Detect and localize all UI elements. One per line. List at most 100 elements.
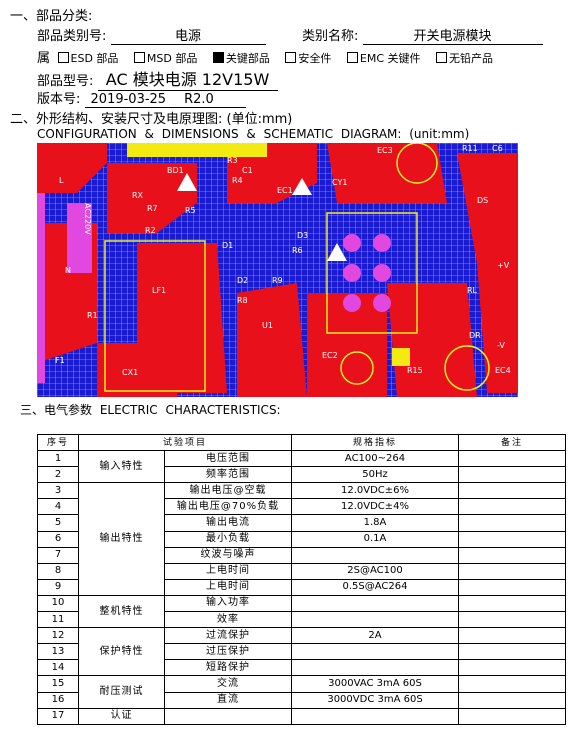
spec-cell: 50Hz bbox=[291, 466, 460, 484]
spec-cell: 0.5S@AC264 bbox=[291, 578, 460, 596]
row-number-cell: 15 bbox=[37, 675, 79, 693]
item-cell: 频率范围 bbox=[163, 466, 293, 484]
row-number-cell: 2 bbox=[37, 466, 79, 484]
item-cell: 过压保护 bbox=[163, 643, 293, 661]
spec-cell bbox=[291, 643, 460, 661]
group-cell: 整机特性 bbox=[78, 594, 165, 629]
pcb-label: DR bbox=[469, 331, 481, 340]
attributes-label: 属 bbox=[37, 51, 51, 66]
table-row: 13 过压保护 bbox=[37, 643, 567, 661]
remark-cell bbox=[458, 450, 567, 468]
pcb-label: RX bbox=[132, 191, 144, 200]
pcb-label: R5 bbox=[185, 206, 196, 215]
spec-cell: AC100~264 bbox=[291, 450, 460, 468]
attr-esd: ESD 部品 bbox=[57, 52, 118, 65]
remark-cell bbox=[458, 530, 567, 548]
table-header-cell: 规格指标 bbox=[291, 433, 460, 452]
item-cell: 最小负载 bbox=[163, 530, 293, 548]
remark-cell bbox=[458, 611, 567, 629]
pcb-label: EC3 bbox=[377, 146, 393, 155]
attr-msd: MSD 部品 bbox=[133, 52, 197, 65]
section-2-title: 二、外形结构、安装尺寸及电原理图: (单位:mm) bbox=[10, 112, 293, 127]
row-number-cell: 11 bbox=[37, 611, 79, 629]
checkbox-icon bbox=[436, 52, 447, 63]
item-cell: 输出电流 bbox=[163, 514, 293, 532]
row-number-cell: 16 bbox=[37, 691, 79, 709]
pcb-layout-image: L AC220V N LF1 R1 F1 CX1 BD1 RX R2 R7 C1… bbox=[37, 143, 518, 397]
checkbox-icon bbox=[133, 52, 145, 63]
pcb-label: D1 bbox=[222, 241, 233, 250]
item-cell: 上电时间 bbox=[163, 578, 293, 596]
category-name-label: 类别名称: bbox=[302, 29, 359, 44]
version-label: 版本号: bbox=[37, 92, 81, 107]
section-2-subtitle: CONFIGURATION & DIMENSIONS & SCHEMATIC D… bbox=[37, 127, 470, 141]
pcb-label: CY1 bbox=[332, 178, 347, 187]
row-number-cell: 4 bbox=[37, 498, 79, 516]
model-value: AC 模块电源 12V15W bbox=[97, 66, 278, 91]
item-cell: 纹波与噪声 bbox=[163, 546, 293, 564]
spec-cell bbox=[291, 594, 460, 613]
spec-cell: 1.8A bbox=[291, 514, 460, 532]
spec-cell bbox=[291, 707, 460, 725]
row-number-cell: 6 bbox=[37, 530, 79, 548]
pcb-label: D3 bbox=[297, 231, 308, 240]
pcb-label: U1 bbox=[262, 321, 273, 330]
pcb-label: R15 bbox=[407, 366, 423, 375]
spec-cell: 12.0VDC±4% bbox=[291, 498, 460, 516]
checkbox-icon bbox=[346, 52, 358, 63]
attr-safety: 安全件 bbox=[285, 52, 331, 65]
table-row: 7 纹波与噪声 bbox=[37, 546, 567, 564]
warning-icon bbox=[327, 243, 347, 261]
table-header-row: 序号试验项目规格指标备注 bbox=[37, 433, 567, 452]
attr-key: 关键部品 bbox=[212, 52, 270, 65]
pcb-label: R6 bbox=[292, 246, 303, 255]
remark-cell bbox=[458, 659, 567, 677]
row-number-cell: 10 bbox=[37, 594, 79, 613]
item-cell: 过流保护 bbox=[163, 627, 293, 645]
item-cell: 上电时间 bbox=[163, 562, 293, 580]
remark-cell bbox=[458, 578, 567, 596]
row-number-cell: 7 bbox=[37, 546, 79, 564]
spec-cell: 2S@AC100 bbox=[291, 562, 460, 580]
group-cell: 保护特性 bbox=[78, 627, 165, 677]
pcb-label: -V bbox=[497, 341, 505, 350]
remark-cell bbox=[458, 627, 567, 645]
item-cell: 输入功率 bbox=[163, 594, 293, 613]
item-cell: 短路保护 bbox=[163, 659, 293, 677]
spec-cell: 12.0VDC±6% bbox=[291, 482, 460, 500]
item-cell: 电压范围 bbox=[163, 450, 293, 468]
pcb-svg: L AC220V N LF1 R1 F1 CX1 BD1 RX R2 R7 C1… bbox=[37, 143, 518, 397]
group-cell: 输入特性 bbox=[78, 450, 165, 484]
category-value: 电源 bbox=[110, 25, 266, 45]
remark-cell bbox=[458, 466, 567, 484]
pcb-label: RL bbox=[467, 286, 478, 295]
pcb-label: F1 bbox=[55, 356, 65, 365]
spec-cell bbox=[291, 659, 460, 677]
spec-cell bbox=[291, 611, 460, 629]
pcb-label: AC220V bbox=[83, 203, 92, 235]
item-cell: 输出电压@70%负载 bbox=[163, 498, 293, 516]
item-cell: 直流 bbox=[163, 691, 293, 709]
pcb-label: EC4 bbox=[495, 366, 511, 375]
group-cell: 输出特性 bbox=[78, 482, 165, 596]
row-number-cell: 13 bbox=[37, 643, 79, 661]
pcb-label: R3 bbox=[227, 156, 238, 165]
pcb-label: R7 bbox=[147, 204, 158, 213]
pcb-label: N bbox=[65, 266, 71, 275]
remark-cell bbox=[458, 562, 567, 580]
model-label: 部品型号: bbox=[37, 74, 94, 89]
section-1-title: 一、部品分类: bbox=[10, 9, 93, 24]
checkbox-icon bbox=[285, 52, 297, 63]
warning-icon bbox=[177, 173, 197, 191]
